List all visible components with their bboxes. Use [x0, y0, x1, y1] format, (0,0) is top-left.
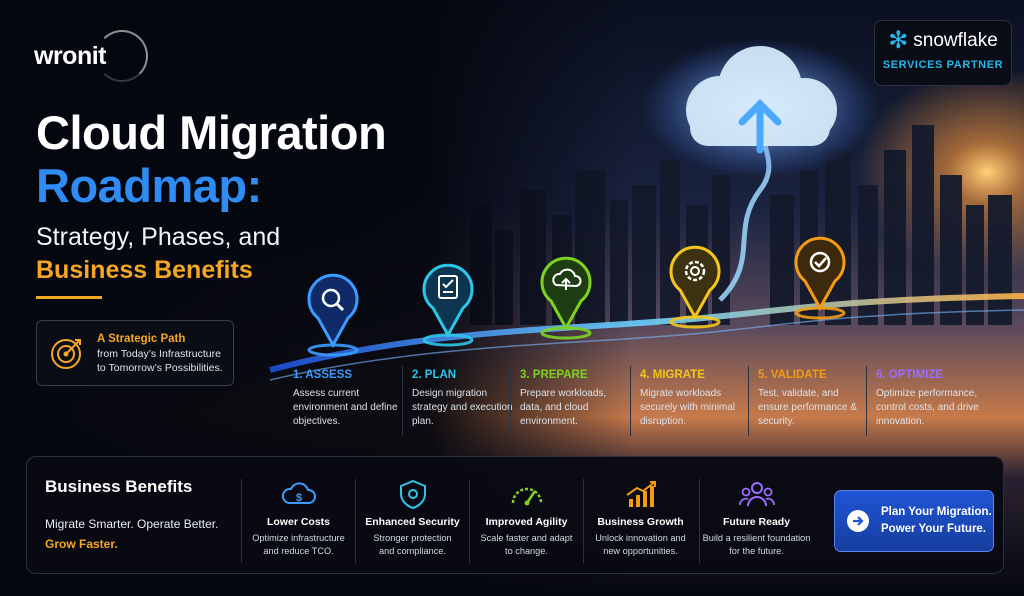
team-icon	[738, 482, 775, 507]
benefit-improved-agility: Improved Agility Scale faster and adapt …	[469, 479, 583, 563]
step-title: 5. VALIDATE	[758, 369, 827, 381]
benefit-desc-2: for the future.	[729, 546, 784, 556]
brand-name: wronit	[34, 41, 107, 70]
title-divider	[36, 296, 102, 299]
logo-ring-icon	[96, 30, 148, 82]
svg-text:$: $	[295, 492, 301, 504]
subtitle-line-2: Business Benefits	[36, 256, 253, 284]
step-description: Test, validate, and ensure performance &…	[758, 388, 857, 427]
pin-validate	[794, 236, 846, 320]
benefit-desc-2: to change.	[505, 546, 548, 556]
benefit-title: Enhanced Security	[365, 516, 460, 528]
partner-name: snowflake	[913, 30, 998, 51]
benefit-business-growth: Business Growth Unlock innovation and ne…	[583, 479, 697, 563]
hero-title: Cloud Migration Roadmap: Strategy, Phase…	[36, 106, 496, 286]
benefit-desc-1: Build a resilient foundation	[702, 533, 811, 543]
cta-line-2: Power Your Future.	[881, 523, 987, 535]
shield-icon	[399, 479, 426, 509]
strategic-path-card: A Strategic Path from Today’s Infrastruc…	[36, 320, 234, 386]
benefit-title: Future Ready	[722, 516, 791, 528]
check-circle-icon	[809, 251, 831, 273]
strategic-path-heading: A Strategic Path	[97, 333, 186, 345]
pin-assess	[307, 273, 359, 357]
cloud-upload-icon	[552, 268, 582, 290]
speedometer-icon	[511, 487, 542, 506]
step-title: 2. PLAN	[412, 369, 457, 381]
step-title: 3. PREPARE	[520, 369, 588, 381]
cloud-dollar-icon: $	[281, 482, 316, 504]
step-optimize: 6. OPTIMIZE Optimize performance, contro…	[866, 366, 998, 436]
growth-chart-icon	[625, 481, 656, 507]
step-plan: 2. PLAN Design migration strategy and ex…	[402, 366, 520, 436]
benefit-desc-1: Optimize infrastructure	[252, 533, 345, 543]
strategic-path-line-2: to Tomorrow’s Possibilities.	[97, 362, 223, 374]
benefit-title: Improved Agility	[485, 516, 568, 528]
benefit-enhanced-security: Enhanced Security Stronger protection an…	[355, 479, 469, 563]
snowflake-icon: ✻	[888, 27, 909, 54]
benefit-future-ready: Future Ready Build a resilient foundatio…	[699, 479, 813, 563]
benefit-desc-2: new opportunities.	[603, 546, 678, 556]
title-line-1: Cloud Migration	[36, 106, 387, 159]
benefit-title: Business Growth	[597, 516, 684, 528]
benefit-desc-1: Scale faster and adapt	[480, 533, 573, 543]
step-title: 6. OPTIMIZE	[876, 369, 944, 381]
arrow-right-icon	[847, 510, 869, 532]
benefits-tagline-accent: Grow Faster.	[45, 537, 118, 551]
benefit-desc-2: and reduce TCO.	[263, 546, 334, 556]
step-description: Prepare workloads, data, and cloud envir…	[520, 388, 607, 427]
pin-prepare	[540, 256, 592, 340]
search-icon	[321, 288, 345, 312]
step-description: Design migration strategy and execution …	[412, 388, 513, 427]
step-description: Optimize performance, control costs, and…	[876, 388, 979, 427]
step-description: Assess current environment and define ob…	[293, 388, 398, 427]
step-title: 1. ASSESS	[293, 369, 353, 381]
step-assess: 1. ASSESS Assess current environment and…	[284, 366, 402, 436]
step-title: 4. MIGRATE	[640, 369, 705, 381]
roadmap-steps: 1. ASSESS Assess current environment and…	[284, 366, 1004, 436]
step-prepare: 3. PREPARE Prepare workloads, data, and …	[510, 366, 628, 436]
title-line-2: Roadmap:	[36, 159, 262, 212]
clipboard-check-icon	[438, 275, 458, 299]
benefit-desc-2: and compliance.	[379, 546, 446, 556]
gear-icon	[684, 260, 706, 282]
benefits-tagline: Migrate Smarter. Operate Better.	[45, 517, 219, 531]
benefit-lower-costs: $ Lower Costs Optimize infrastructure an…	[241, 479, 355, 563]
benefit-desc-1: Stronger protection	[373, 533, 452, 543]
partner-badge-label: SERVICES PARTNER	[882, 59, 1004, 71]
benefit-title: Lower Costs	[266, 516, 330, 528]
step-validate: 5. VALIDATE Test, validate, and ensure p…	[748, 366, 866, 436]
plan-migration-button[interactable]: Plan Your Migration. Power Your Future.	[834, 490, 994, 552]
benefits-title: Business Benefits	[45, 477, 193, 496]
step-description: Migrate workloads securely with minimal …	[640, 388, 736, 427]
partner-badge: ✻ snowflake SERVICES PARTNER	[874, 20, 1012, 86]
step-migrate: 4. MIGRATE Migrate workloads securely wi…	[630, 366, 748, 436]
pin-migrate	[669, 245, 721, 329]
pin-plan	[422, 263, 474, 347]
strategic-path-line-1: from Today’s Infrastructure	[97, 348, 221, 360]
subtitle-line-1: Strategy, Phases, and	[36, 223, 281, 251]
business-benefits-panel: Business Benefits Migrate Smarter. Opera…	[26, 456, 1004, 574]
cta-line-1: Plan Your Migration.	[881, 506, 992, 518]
benefit-desc-1: Unlock innovation and	[595, 533, 686, 543]
target-icon	[51, 339, 81, 369]
brand-logo: wronit	[34, 30, 148, 82]
